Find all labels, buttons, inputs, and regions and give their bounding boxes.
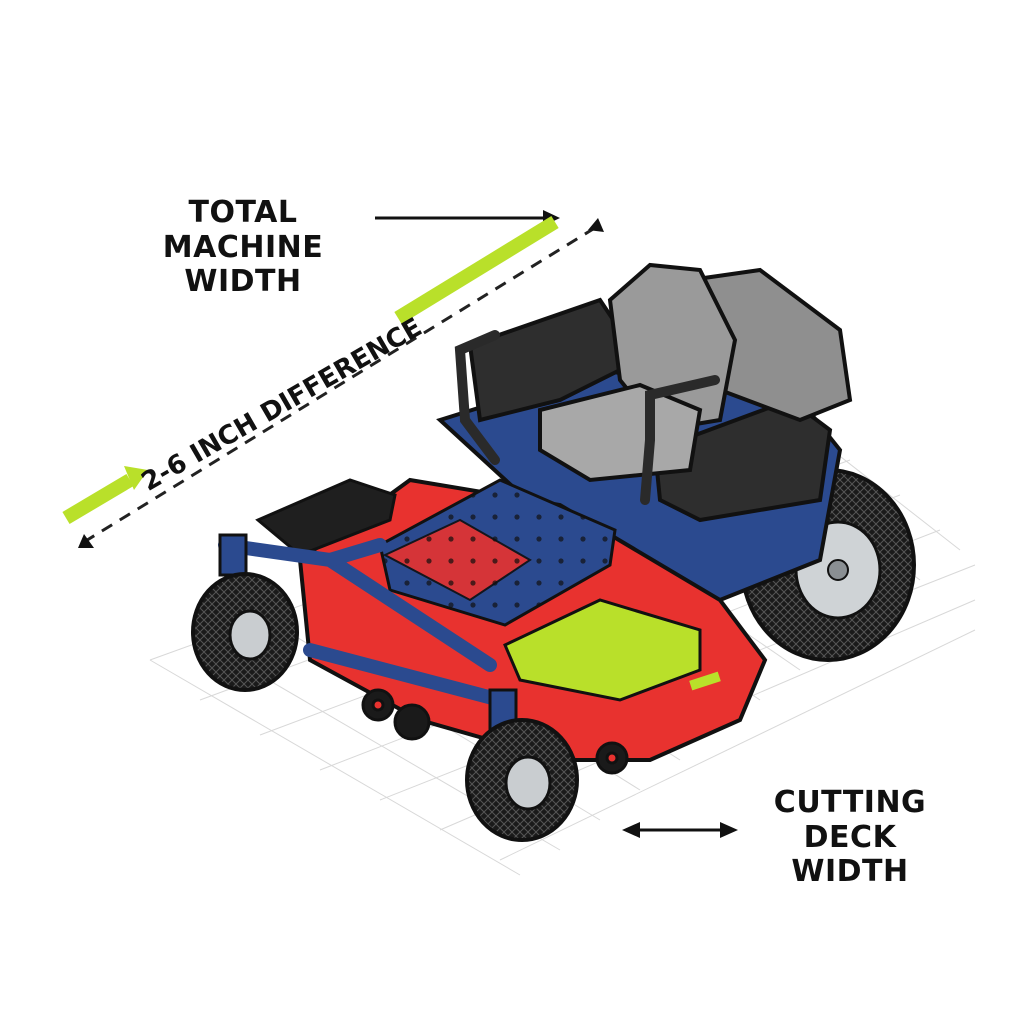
front-caster-left [191,533,299,692]
rear-body [436,297,843,603]
cutting-deck-width-label-line1: CUTTING DECK [773,785,927,855]
steering-levers [454,330,720,505]
foot-platform [378,478,617,627]
total-machine-width-label-line1: TOTAL MACHINE [162,195,324,265]
total-machine-width-label-line2: WIDTH [184,264,302,299]
difference-indicator [62,216,559,525]
front-frame [218,538,507,707]
total-width-pointer-arrow [375,210,560,226]
cutting-deck-width-label: CUTTING DECK WIDTH [730,785,970,890]
deck-width-dimension-arrow [622,822,738,838]
front-caster-right [465,688,579,842]
cutting-deck-width-label-line2: WIDTH [791,854,909,889]
operator-seat [538,262,738,483]
total-width-dimension-line [78,218,604,548]
total-machine-width-label: TOTAL MACHINE WIDTH [118,195,368,300]
anti-scalp-rollers [361,688,629,775]
